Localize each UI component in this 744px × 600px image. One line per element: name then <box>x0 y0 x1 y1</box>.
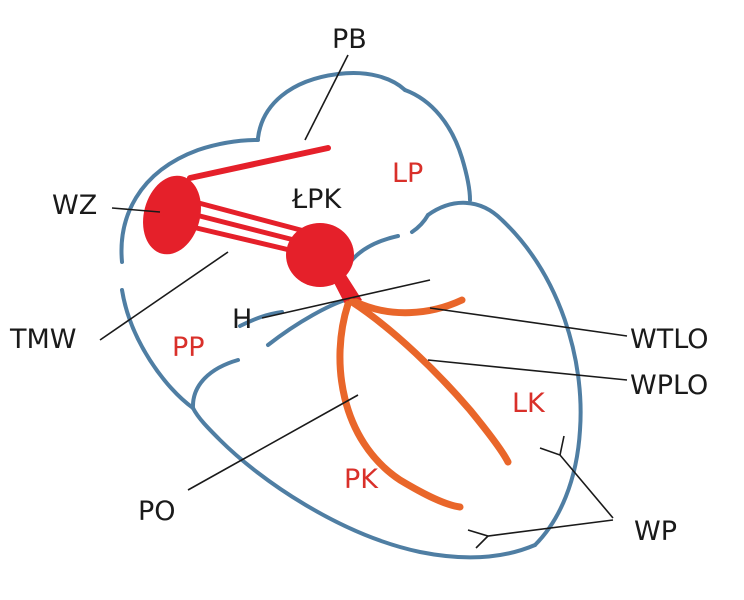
pb-leader <box>304 54 349 141</box>
tricuspid-segment <box>238 310 284 328</box>
po-leader <box>187 394 359 491</box>
label-lp: LP <box>392 158 423 189</box>
right-atrium-wall <box>119 138 260 264</box>
atrioventricular-valve <box>346 234 400 267</box>
conduction-system <box>143 145 362 306</box>
label-lpk: ŁPK <box>291 184 342 215</box>
internodal-tract-3 <box>185 223 301 255</box>
left-anterior-fascicle <box>352 296 466 317</box>
bundle-branches <box>336 296 512 511</box>
label-po: PO <box>138 496 176 527</box>
label-pk: PK <box>344 464 379 495</box>
heart-outline <box>119 71 583 560</box>
label-pb: PB <box>332 24 367 55</box>
sinoatrial-node <box>143 175 201 255</box>
right-ventricle-inner <box>190 358 240 410</box>
wz-leader <box>111 207 161 213</box>
mitral-annulus <box>410 213 430 234</box>
bachmann-bundle <box>187 145 331 181</box>
wp-leader-upper-tick <box>559 435 565 456</box>
wplo-leader <box>427 359 628 381</box>
left-ventricle-wall <box>426 200 583 547</box>
label-lk: LK <box>512 388 546 419</box>
label-wz: WZ <box>52 190 97 221</box>
right-ventricle-wall <box>120 288 195 410</box>
label-pp: PP <box>172 332 205 363</box>
labels: PB LP WZ ŁPK TMW PP H WTLO WPLO LK PO PK… <box>9 24 709 547</box>
atrioventricular-node <box>286 223 354 287</box>
label-wtlo: WTLO <box>630 324 709 355</box>
h-leader <box>261 279 431 319</box>
label-tmw: TMW <box>9 324 77 355</box>
interventricular-septum <box>266 298 347 347</box>
right-bundle-branch <box>336 300 464 511</box>
label-h: H <box>232 304 252 335</box>
left-posterior-fascicle <box>348 298 512 466</box>
ventricle-apex <box>191 406 537 560</box>
atrial-dome <box>256 71 407 140</box>
tmw-leader <box>99 251 229 341</box>
label-wp: WP <box>634 516 677 547</box>
internodal-tract-1 <box>192 199 311 235</box>
his-bundle <box>330 275 362 306</box>
wtlo-leader <box>429 307 628 337</box>
internodal-tract-2 <box>189 211 305 245</box>
left-atrium-wall <box>403 88 472 202</box>
wp-leader-lower <box>467 519 614 537</box>
wp-leader-lower-tick <box>475 535 489 549</box>
label-wplo: WPLO <box>630 370 708 401</box>
leader-lines <box>99 54 628 549</box>
